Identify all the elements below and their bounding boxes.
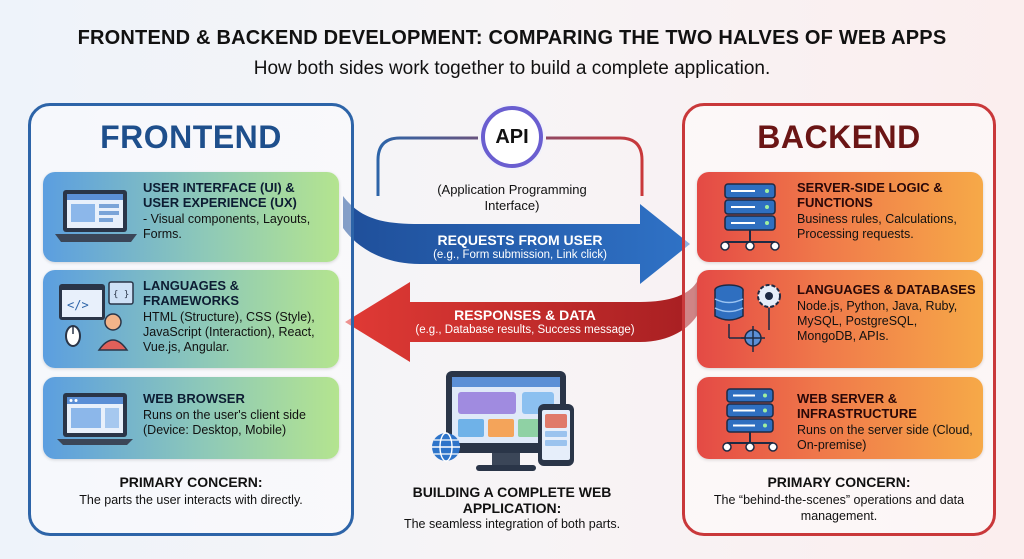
concern-title: PRIMARY CONCERN:: [119, 474, 263, 490]
laptop-icon: [51, 180, 141, 254]
center-caption: BUILDING A COMPLETE WEB APPLICATION: The…: [380, 484, 644, 531]
card-title: LANGUAGES & DATABASES: [797, 282, 976, 297]
svg-text:{ }: { }: [113, 290, 129, 300]
page-title: FRONTEND & BACKEND DEVELOPMENT: COMPARIN…: [77, 27, 947, 49]
requests-arrow: [343, 196, 690, 284]
concern-body: The parts the user interacts with direct…: [79, 493, 303, 507]
server-icon: [705, 180, 795, 254]
card-body: Runs on the user's client side (Device: …: [143, 408, 306, 437]
card-body: Runs on the server side (Cloud, On-premi…: [797, 423, 973, 452]
requests-subtitle: (e.g., Form submission, Link click): [433, 249, 607, 261]
api-description: (Application Programming Interface): [437, 182, 587, 213]
code-window-icon: </> { }: [51, 278, 141, 352]
frontend-panel: FRONTEND USER INTERFACE (UI) & USER EXPE…: [28, 103, 354, 536]
concern-title: PRIMARY CONCERN:: [767, 474, 911, 490]
requests-label: REQUESTS FROM USER (e.g., Form submissio…: [404, 232, 636, 261]
center-title: BUILDING A COMPLETE WEB APPLICATION:: [412, 484, 612, 516]
svg-text:</>: </>: [67, 298, 89, 312]
card-title: USER INTERFACE (UI) & USER EXPERIENCE (U…: [143, 180, 297, 210]
backend-card-logic: SERVER-SIDE LOGIC & FUNCTIONS Business r…: [697, 172, 983, 262]
card-body: Node.js, Python, Java, Ruby, MySQL, Post…: [797, 299, 958, 343]
backend-panel: BACKEND SERVER-SIDE LOGIC & FUNCTIO: [682, 103, 996, 536]
backend-card-infrastructure: WEB SERVER & INFRASTRUCTURE Runs on the …: [697, 377, 983, 459]
backend-concern: PRIMARY CONCERN: The “behind-the-scenes”…: [685, 474, 993, 524]
browser-icon: [51, 385, 141, 459]
frontend-card-languages: </> { } LANGUAGES & FRAMEWORKS HTML (Str…: [43, 270, 339, 368]
frontend-concern: PRIMARY CONCERN: The parts the user inte…: [31, 474, 351, 508]
api-badge: API: [481, 106, 543, 168]
responses-title: RESPONSES & DATA: [454, 307, 596, 323]
page-subtitle: How both sides work together to build a …: [253, 58, 771, 79]
concern-body: The “behind-the-scenes” operations and d…: [713, 493, 965, 523]
backend-card-languages: LANGUAGES & DATABASES Node.js, Python, J…: [697, 270, 983, 368]
server-rack-icon: [705, 385, 795, 459]
responses-subtitle: (e.g., Database results, Success message…: [415, 324, 635, 336]
database-gear-icon: [705, 278, 795, 352]
card-title: WEB BROWSER: [143, 391, 245, 406]
frontend-heading: FRONTEND: [100, 119, 282, 155]
frontend-card-ui: USER INTERFACE (UI) & USER EXPERIENCE (U…: [43, 172, 339, 262]
requests-title: REQUESTS FROM USER: [437, 232, 603, 248]
card-body: Business rules, Calculations, Processing…: [797, 212, 957, 241]
card-title: WEB SERVER & INFRASTRUCTURE: [797, 391, 917, 421]
responses-arrow: [345, 280, 698, 362]
responses-label: RESPONSES & DATA (e.g., Database results…: [398, 307, 652, 336]
card-body: - Visual components, Layouts, Forms.: [143, 212, 311, 241]
web-application-illustration: [432, 371, 574, 471]
center-subtitle: The seamless integration of both parts.: [403, 517, 621, 531]
card-title: SERVER-SIDE LOGIC & FUNCTIONS: [797, 180, 943, 210]
api-connection-line: [376, 136, 644, 196]
backend-heading: BACKEND: [757, 119, 921, 155]
card-body: HTML (Structure), CSS (Style), JavaScrip…: [143, 310, 315, 354]
frontend-card-browser: WEB BROWSER Runs on the user's client si…: [43, 377, 339, 459]
card-title: LANGUAGES & FRAMEWORKS: [143, 278, 240, 308]
